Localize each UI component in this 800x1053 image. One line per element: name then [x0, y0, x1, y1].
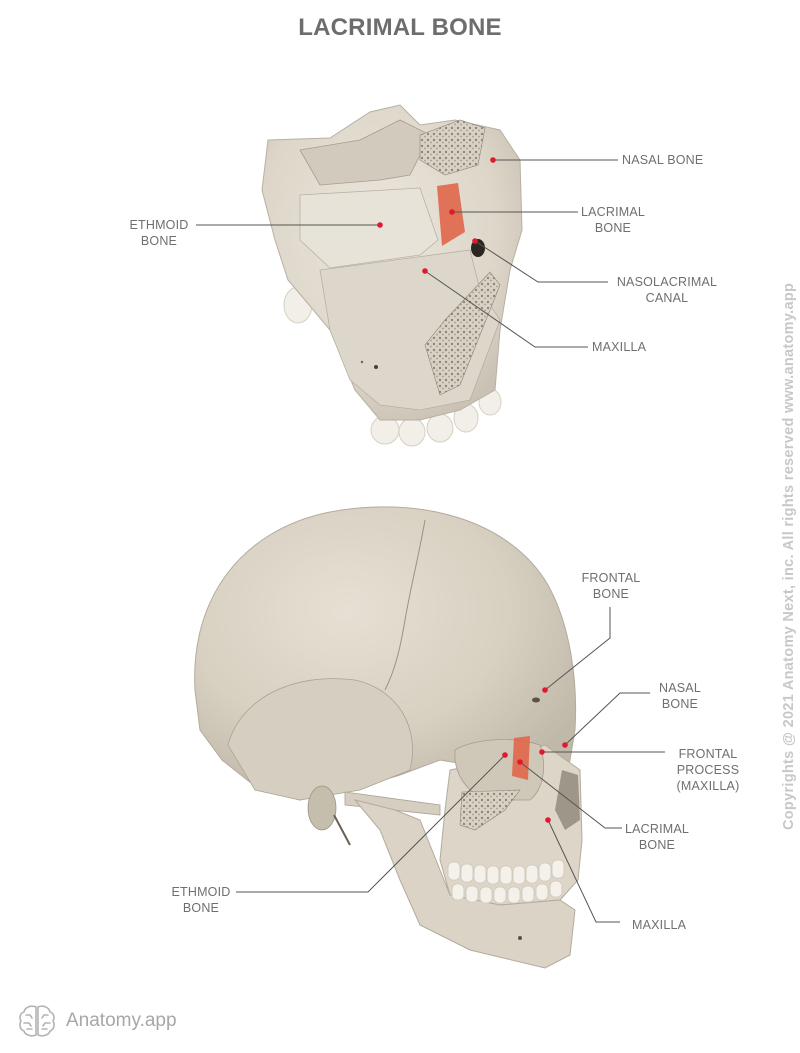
- lower-leader-lines: [236, 607, 665, 923]
- page-title: LACRIMAL BONE: [298, 14, 502, 41]
- upper-bone-model: [261, 104, 523, 447]
- label-lower-lacrimal-bone: LACRIMAL BONE: [624, 822, 690, 852]
- label-upper-maxilla: MAXILLA: [592, 340, 647, 354]
- label-lower-ethmoid-bone: ETHMOID BONE: [171, 885, 231, 915]
- label-upper-nasolacrimal-canal: NASOLACRIMAL CANAL: [616, 275, 718, 305]
- brand-name: Anatomy.app: [66, 1010, 177, 1031]
- label-lower-maxilla: MAXILLA: [632, 918, 687, 932]
- label-lower-nasal-bone: NASAL BONE: [659, 681, 701, 711]
- brain-icon: [19, 1005, 55, 1037]
- label-lower-frontal-process: FRONTAL PROCESS (MAXILLA): [676, 747, 740, 793]
- lower-pointer-dots: [502, 687, 568, 823]
- skull-model: [194, 506, 583, 969]
- label-lower-frontal-bone: FRONTAL BONE: [581, 571, 641, 601]
- copyright-notice: Copyrights @ 2021 Anatomy Next, inc. All…: [781, 282, 797, 830]
- label-upper-lacrimal-bone: LACRIMAL BONE: [580, 205, 646, 235]
- label-upper-ethmoid-bone: ETHMOID BONE: [129, 218, 189, 248]
- footer-logo[interactable]: Anatomy.app: [18, 1004, 177, 1038]
- label-upper-nasal-bone: NASAL BONE: [622, 153, 704, 167]
- upper-leader-lines: [196, 159, 618, 348]
- upper-pointer-dots: [377, 157, 496, 274]
